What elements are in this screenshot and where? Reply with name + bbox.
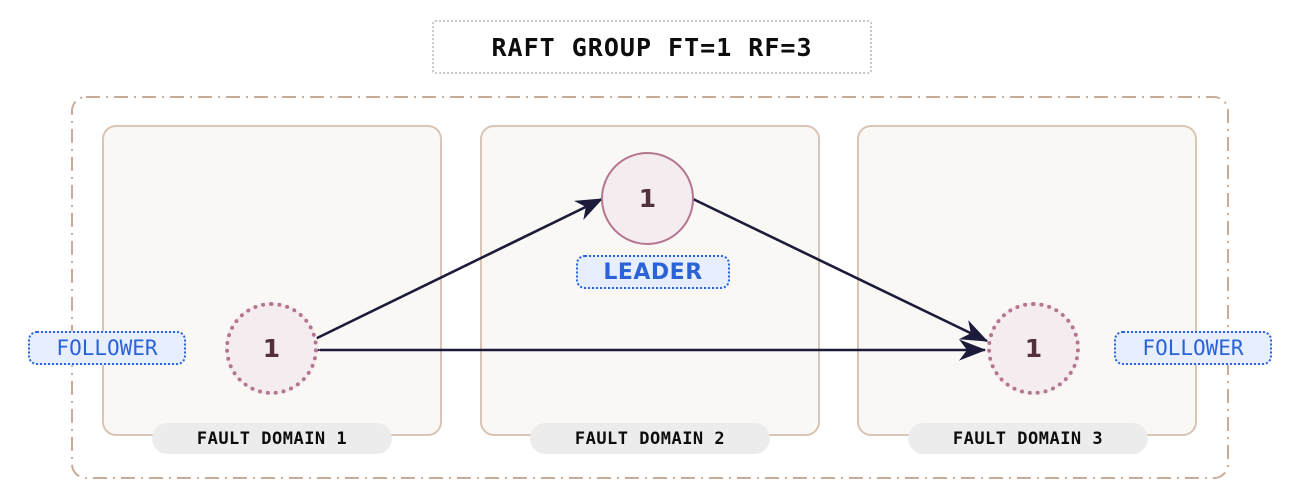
fault-domain-label-3: FAULT DOMAIN 3 [908, 423, 1148, 454]
fault-domain-label-2: FAULT DOMAIN 2 [530, 423, 770, 454]
role-badge-leader: LEADER [576, 255, 730, 289]
node-value: 1 [262, 334, 281, 363]
node-leader[interactable]: 1 [601, 152, 694, 245]
node-value: 1 [638, 184, 657, 213]
diagram-title-box: RAFT GROUP FT=1 RF=3 [432, 20, 872, 74]
diagram-title: RAFT GROUP FT=1 RF=3 [491, 32, 813, 62]
node-follower-1[interactable]: 1 [225, 302, 318, 395]
raft-group-border [71, 96, 1229, 479]
node-follower-3[interactable]: 1 [987, 302, 1080, 395]
role-badge-follower-right: FOLLOWER [1114, 331, 1272, 365]
raft-group-container [71, 96, 1229, 479]
fault-domain-label-1: FAULT DOMAIN 1 [152, 423, 392, 454]
node-value: 1 [1024, 334, 1043, 363]
role-badge-follower-left: FOLLOWER [28, 331, 186, 365]
